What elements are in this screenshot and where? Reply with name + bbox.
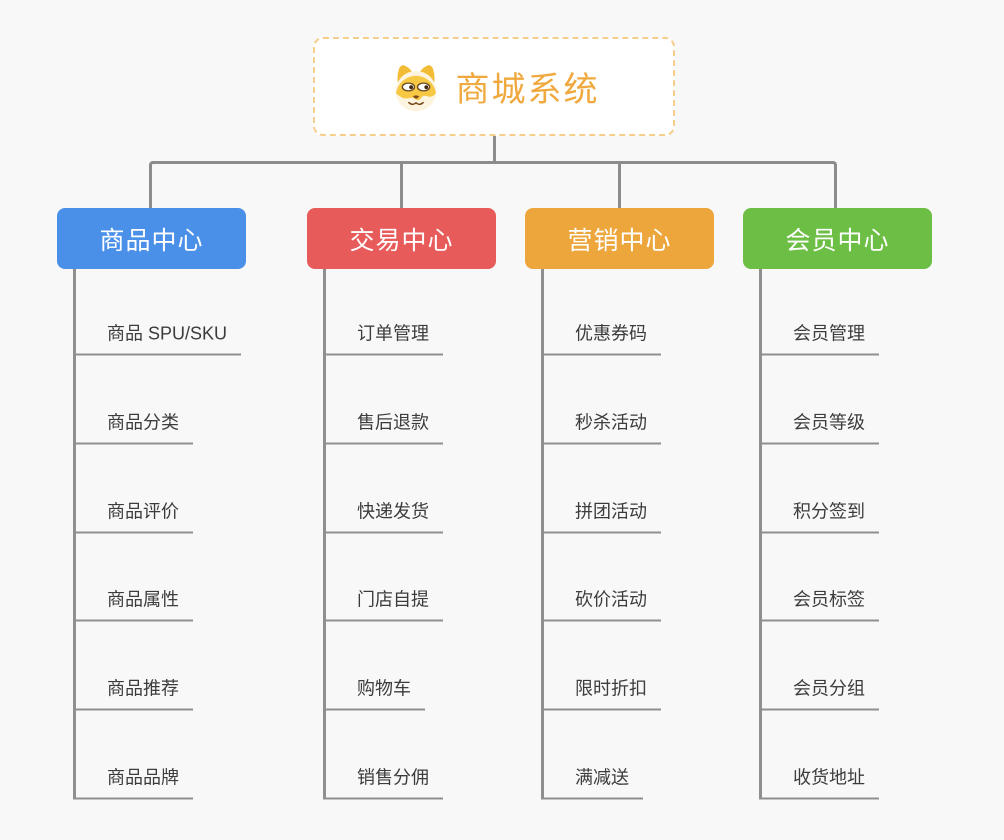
connector-drop-marketing [618, 163, 621, 208]
child-topic-member-tag[interactable]: 会员标签 [759, 589, 879, 621]
child-topic-order-management[interactable]: 订单管理 [323, 323, 443, 355]
child-topic-shipping-address[interactable]: 收货地址 [759, 767, 879, 799]
branch-trunk-member-center: 会员管理 会员等级 积分签到 会员标签 会员分组 收货地址 [759, 269, 879, 799]
branch-trunk-marketing-center: 优惠券码 秒杀活动 拼团活动 砍价活动 限时折扣 满减送 [541, 269, 661, 799]
connector-bus [149, 161, 837, 208]
child-topic-member-group[interactable]: 会员分组 [759, 678, 879, 710]
child-topic-member-level[interactable]: 会员等级 [759, 412, 879, 444]
child-topic-coupon-code[interactable]: 优惠券码 [541, 323, 661, 355]
root-node-mall-system[interactable]: 商城系统 [313, 37, 675, 136]
child-topic-bargain-activity[interactable]: 砍价活动 [541, 589, 661, 621]
branch-trunk-trade-center: 订单管理 售后退款 快递发货 门店自提 购物车 销售分佣 [323, 269, 443, 799]
child-topic-limited-time-discount[interactable]: 限时折扣 [541, 678, 661, 710]
child-topic-product-recommend[interactable]: 商品推荐 [73, 678, 193, 710]
connector-root-stub [493, 136, 496, 163]
root-node-title: 商城系统 [455, 71, 600, 109]
child-topic-product-attribute[interactable]: 商品属性 [73, 589, 193, 621]
child-topic-product-spu-sku[interactable]: 商品 SPU/SKU [73, 323, 242, 355]
branch-node-marketing-center[interactable]: 营销中心 [525, 208, 714, 269]
child-topic-sales-commission[interactable]: 销售分佣 [323, 767, 443, 799]
child-topic-group-buy[interactable]: 拼团活动 [541, 501, 661, 533]
child-topic-product-brand[interactable]: 商品品牌 [73, 767, 193, 799]
branch-node-trade-center[interactable]: 交易中心 [307, 208, 496, 269]
child-topic-shopping-cart[interactable]: 购物车 [323, 678, 425, 710]
child-topic-points-checkin[interactable]: 积分签到 [759, 501, 879, 533]
child-topic-product-category[interactable]: 商品分类 [73, 412, 193, 444]
dog-face-icon [395, 64, 436, 111]
child-topic-product-review[interactable]: 商品评价 [73, 501, 193, 533]
child-topic-aftersale-refund[interactable]: 售后退款 [323, 412, 443, 444]
child-topic-member-management[interactable]: 会员管理 [759, 323, 879, 355]
child-topic-store-pickup[interactable]: 门店自提 [323, 589, 443, 621]
child-topic-flash-sale[interactable]: 秒杀活动 [541, 412, 661, 444]
child-topic-express-delivery[interactable]: 快递发货 [323, 501, 443, 533]
branch-node-member-center[interactable]: 会员中心 [743, 208, 932, 269]
child-topic-spend-and-save[interactable]: 满减送 [541, 767, 643, 799]
connector-drop-trade [400, 163, 403, 208]
branch-trunk-product-center: 商品 SPU/SKU 商品分类 商品评价 商品属性 商品推荐 商品品牌 [73, 269, 242, 799]
branch-node-product-center[interactable]: 商品中心 [57, 208, 246, 269]
